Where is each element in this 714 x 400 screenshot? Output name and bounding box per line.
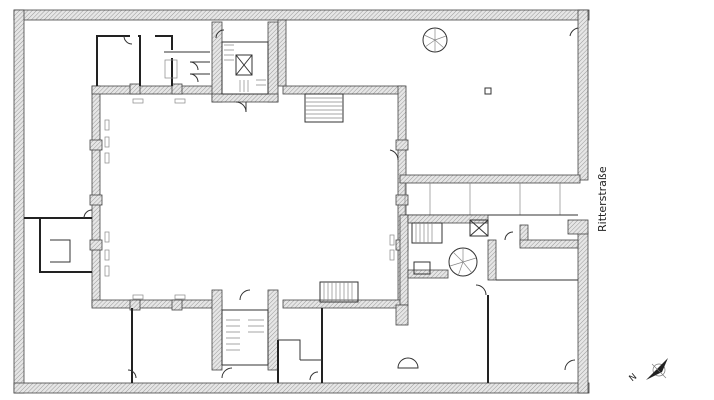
east-lower-rooms: [475, 224, 579, 383]
north-stair-core: [211, 21, 279, 113]
south-rooms: [127, 304, 419, 383]
window-sills: [104, 98, 395, 300]
elevator-icon: [469, 219, 489, 237]
north-stair-hall: [304, 93, 344, 123]
north-toilets: [96, 35, 210, 86]
south-stair-core: [211, 289, 279, 379]
east-stair-core: [407, 214, 514, 281]
exterior-walls: [13, 9, 590, 394]
west-annex: [24, 209, 93, 273]
south-stair-hall: [319, 281, 359, 303]
east-room-upper: [277, 19, 581, 184]
